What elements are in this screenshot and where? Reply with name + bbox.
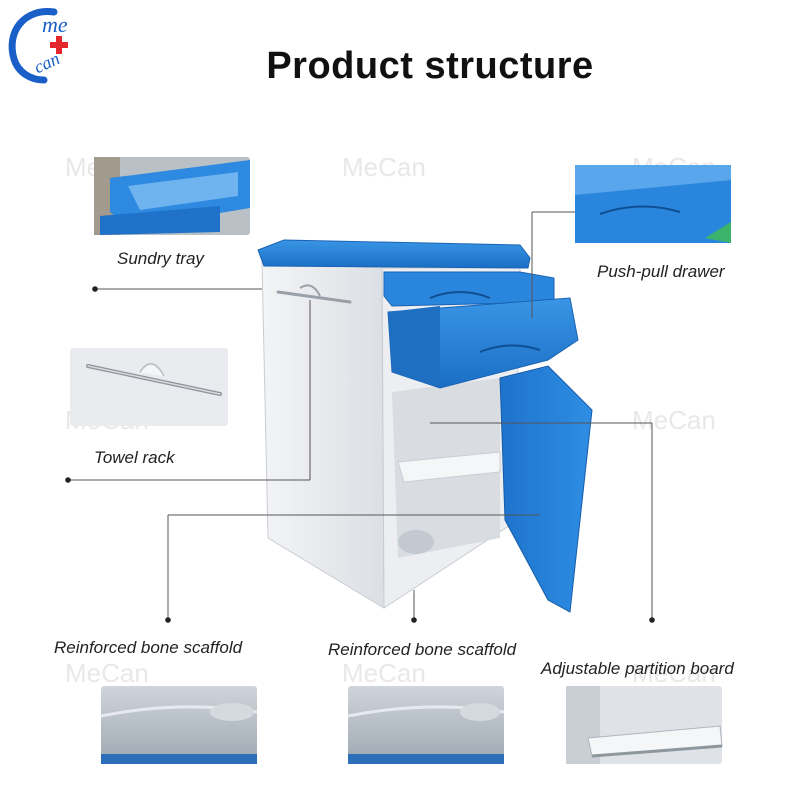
watermark: MeCan <box>342 658 426 688</box>
logo-mark: me can <box>8 8 68 84</box>
bone-scaffold-photo-2 <box>347 686 505 764</box>
label-reinforced-bone-scaffold: Reinforced bone scaffold <box>328 640 517 659</box>
brand-logo: me can <box>4 4 84 84</box>
watermark: MeCan <box>342 152 426 182</box>
label-adjustable-partition-board: Adjustable partition board <box>541 659 734 678</box>
bone-scaffold-photo-1 <box>100 686 258 764</box>
page-title: Product structure <box>266 45 594 87</box>
label-reinforced-bone-scaffold: Reinforced bone scaffold <box>54 638 243 657</box>
callout-dots <box>65 286 655 623</box>
label-towel-rack: Towel rack <box>94 448 175 467</box>
watermark: MeCan <box>65 658 149 688</box>
partition-board-photo <box>566 686 723 764</box>
label-sundry-tray: Sundry tray <box>117 249 204 268</box>
svg-text:me: me <box>42 12 68 37</box>
callout-lines <box>68 211 653 620</box>
watermark: MeCan <box>632 658 716 688</box>
sundry-tray-photo <box>94 157 250 235</box>
towel-rack-photo <box>70 348 228 426</box>
push-pull-drawer-photo <box>575 165 731 243</box>
watermark: MeCan <box>632 405 716 435</box>
bedside-cabinet <box>257 239 593 613</box>
label-push-pull-drawer: Push-pull drawer <box>597 262 725 281</box>
